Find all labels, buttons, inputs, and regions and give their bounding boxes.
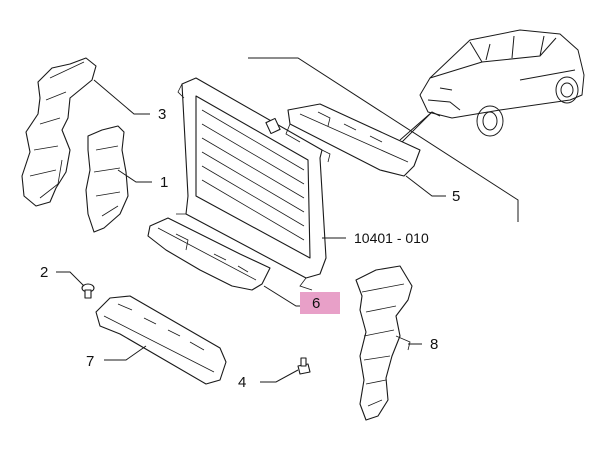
part-code-radiator: 10401 - 010 [354, 230, 429, 246]
leader-5 [405, 175, 446, 197]
suv-car-icon [419, 29, 585, 137]
callout-3: 3 [158, 106, 166, 123]
part-8-right-air-guide [355, 265, 413, 421]
part-3-left-air-deflector-upper [21, 57, 97, 207]
callout-2: 2 [40, 264, 48, 281]
part-2-fastener-clip [81, 283, 95, 299]
leader-2 [56, 271, 85, 287]
leader-6 [263, 285, 306, 307]
part-1-left-air-guide [85, 125, 129, 233]
leader-3 [93, 79, 150, 115]
part-5-upper-air-duct [285, 103, 421, 177]
leader-7 [104, 345, 147, 361]
part-6-lower-air-guide [147, 217, 271, 291]
radiator-core [176, 77, 331, 291]
part-4-screw [297, 357, 311, 375]
leader-1 [117, 169, 152, 183]
callout-4: 4 [238, 374, 246, 391]
part-7-lower-deflector [95, 295, 227, 385]
callout-6-highlight [300, 292, 340, 314]
car-reference-leader-mid [393, 111, 441, 151]
leader-4 [260, 369, 299, 383]
callout-6: 6 [312, 295, 320, 312]
callout-5: 5 [452, 188, 460, 205]
car-reference-leader-top [248, 57, 519, 222]
callout-8: 8 [430, 336, 438, 353]
callout-7: 7 [86, 353, 94, 370]
callout-1: 1 [160, 174, 168, 191]
